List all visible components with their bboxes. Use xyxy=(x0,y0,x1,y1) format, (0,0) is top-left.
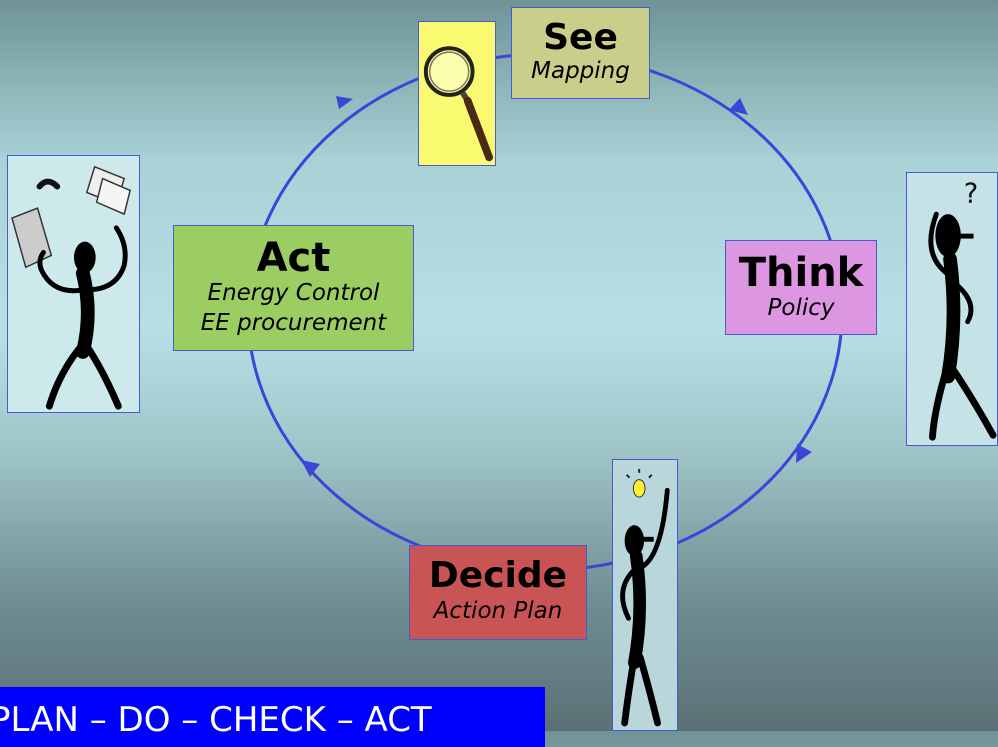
juggling-person-icon xyxy=(11,165,132,410)
idea-person-icon xyxy=(620,468,670,727)
cycle-arrow-right xyxy=(796,444,812,463)
idea-picture xyxy=(612,459,678,731)
think-step-box: Think Policy xyxy=(725,240,877,335)
pdca-banner: PLAN – DO – CHECK – ACT xyxy=(0,687,545,747)
thinking-person-icon: ? xyxy=(928,178,997,441)
pdca-banner-text: PLAN – DO – CHECK – ACT xyxy=(0,700,432,740)
thinker-picture: ? xyxy=(906,172,998,446)
act-title: Act xyxy=(256,235,331,281)
think-title: Think xyxy=(738,250,864,296)
think-subtitle: Policy xyxy=(767,295,835,321)
act-subtitle-line1: Energy Control xyxy=(207,280,380,306)
cycle-arrow-top-left xyxy=(336,96,353,109)
see-title: See xyxy=(543,17,618,58)
act-step-box: Act Energy Control EE procurement xyxy=(173,225,414,351)
juggler-picture xyxy=(7,155,140,413)
magnifying-glass-icon xyxy=(423,46,494,162)
cycle-arrow-top-right xyxy=(729,98,748,115)
decide-title: Decide xyxy=(428,555,568,596)
decide-subtitle: Action Plan xyxy=(433,598,563,624)
magnifier-picture xyxy=(418,21,496,166)
act-subtitle-line2: EE procurement xyxy=(200,309,387,336)
see-step-box: See Mapping xyxy=(511,7,650,99)
decide-step-box: Decide Action Plan xyxy=(409,545,587,640)
svg-text:?: ? xyxy=(964,178,979,209)
see-subtitle: Mapping xyxy=(531,58,630,84)
cycle-arrow-bottom-left xyxy=(301,460,320,477)
